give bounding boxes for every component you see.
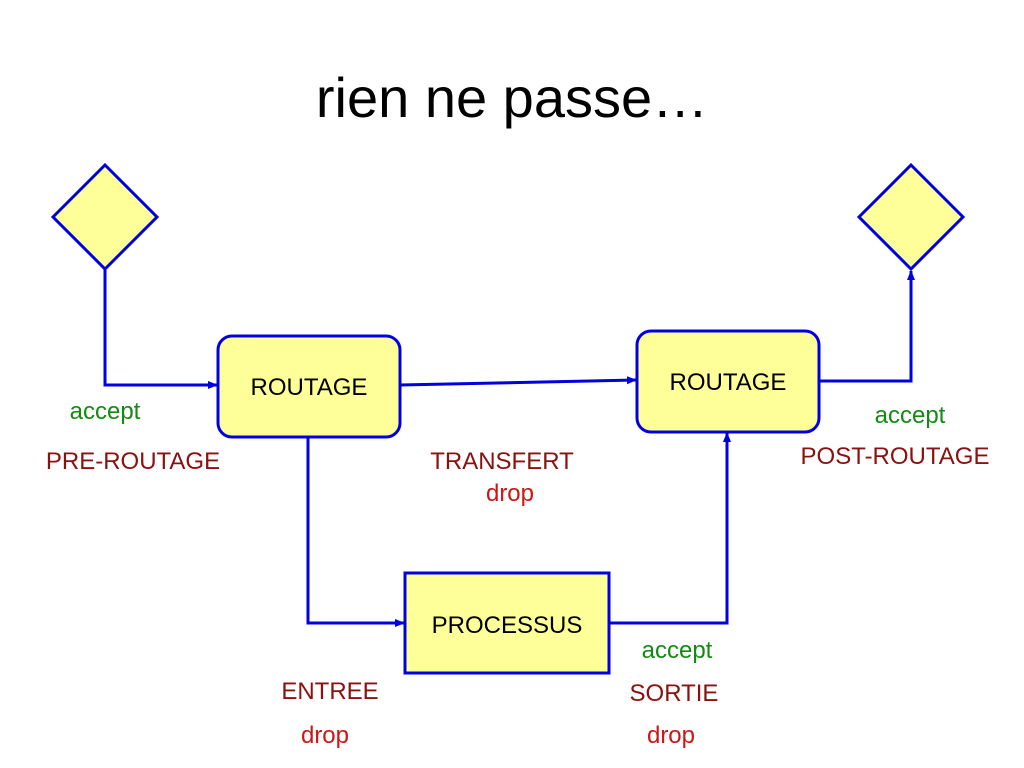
- sortie-accept-label: accept: [642, 637, 713, 664]
- slide-title: rien ne passe…: [315, 66, 709, 129]
- transfert-drop-label: drop: [486, 480, 534, 507]
- routage-to-output-arrow: [819, 270, 915, 383]
- output-diamond: [856, 162, 966, 272]
- processus-box: [403, 571, 611, 675]
- processus-label: PROCESSUS: [432, 612, 583, 639]
- pre-routage-label: PRE-ROUTAGE: [46, 448, 220, 475]
- routage-left-label: ROUTAGE: [251, 374, 368, 401]
- input-diamond: [50, 162, 160, 272]
- sortie-drop-label: drop: [647, 722, 695, 749]
- sortie-label: SORTIE: [630, 680, 719, 707]
- routage-right-label: ROUTAGE: [670, 369, 787, 396]
- pre-routage-accept-label: accept: [70, 398, 141, 425]
- routage-to-processus-arrow: [306, 437, 405, 627]
- processus-to-routage-arrow: [609, 432, 731, 625]
- routage-left-box: [216, 334, 402, 439]
- routage-transfer-arrow: [399, 376, 637, 387]
- routage-right-box: [635, 329, 821, 434]
- entree-label: ENTREE: [281, 678, 378, 705]
- entree-drop-label: drop: [301, 722, 349, 749]
- post-routage-label: POST-ROUTAGE: [801, 443, 990, 470]
- input-to-routage-arrow: [103, 269, 218, 389]
- transfert-label: TRANSFERT: [430, 448, 574, 475]
- post-routage-accept-label: accept: [875, 402, 946, 429]
